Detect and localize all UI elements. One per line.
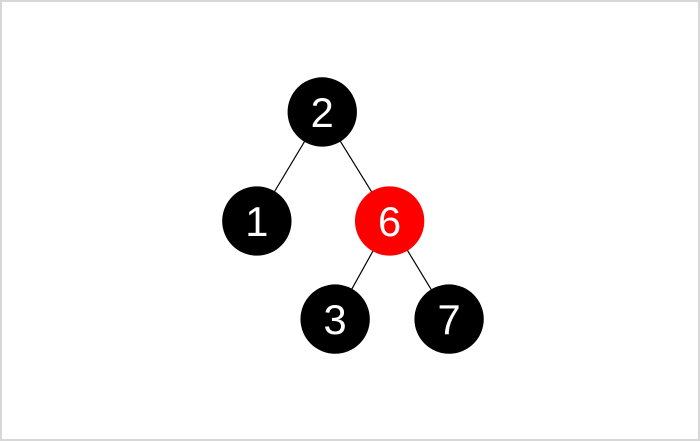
node-label-3: 3 [324,296,347,343]
node-circle-1 [222,186,292,256]
node-circle-2 [287,77,357,147]
node-label-7: 7 [438,296,461,343]
tree-node-2: 2 [287,77,357,147]
tree-node-1: 1 [222,186,292,256]
node-circle-6 [354,186,425,256]
node-circle-3 [300,284,370,354]
tree-node-7: 7 [414,284,484,354]
node-label-1: 1 [245,198,268,245]
node-label-6: 6 [378,198,401,245]
tree-node-3: 3 [300,284,370,354]
node-circle-7 [414,284,484,354]
tree-node-6: 6 [354,186,425,256]
tree-nodes-layer: 2 1 6 3 7 [222,77,484,354]
node-label-2: 2 [311,89,334,136]
